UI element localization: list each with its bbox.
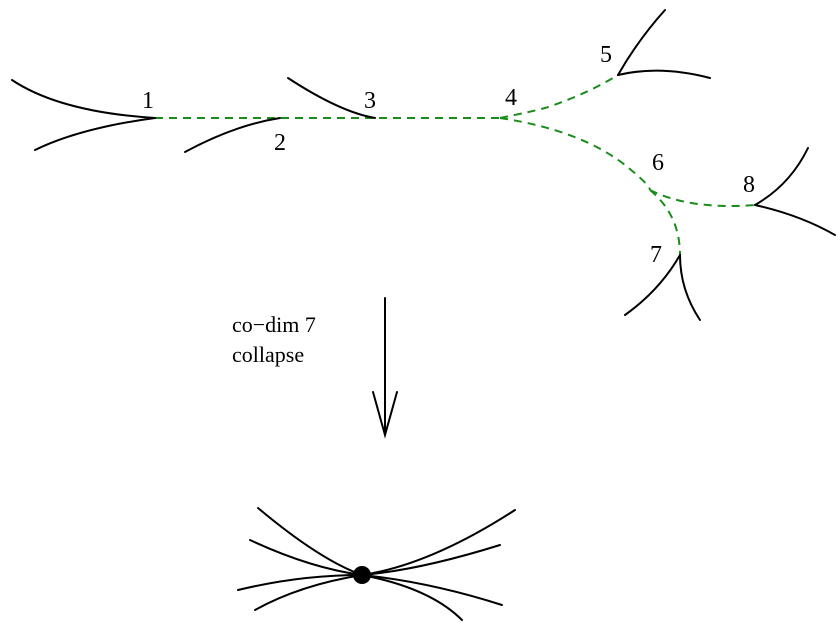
edge-6-8 [649,189,756,207]
arrow-caption-line-1: co−dim 7 [232,312,316,337]
arrow-caption-line-2: collapse [232,342,304,367]
node-5-curves [617,9,711,79]
node-2-curve [184,117,281,153]
node-label-3: 3 [364,88,376,114]
node-label-2: 2 [274,130,286,156]
node-label-8: 8 [743,172,755,198]
collapsed-point [353,566,371,584]
node-3-curve [287,77,376,119]
edge-4-6 [499,117,651,191]
collapsed-point-curves [237,507,516,621]
node-label-6: 6 [652,150,664,176]
node-label-1: 1 [142,88,154,114]
edge-4-5 [499,74,619,119]
collapse-arrow [372,297,398,439]
edge-6-7 [649,189,681,256]
node-8-curves [754,147,836,236]
node-label-5: 5 [600,42,612,68]
node-label-7: 7 [650,242,662,268]
node-label-4: 4 [505,85,517,111]
dashed-tree [155,74,756,256]
node-7-curves [624,254,701,321]
node-1-curves [11,79,156,151]
node-labels: 1 2 3 4 5 6 7 8 [142,42,755,268]
